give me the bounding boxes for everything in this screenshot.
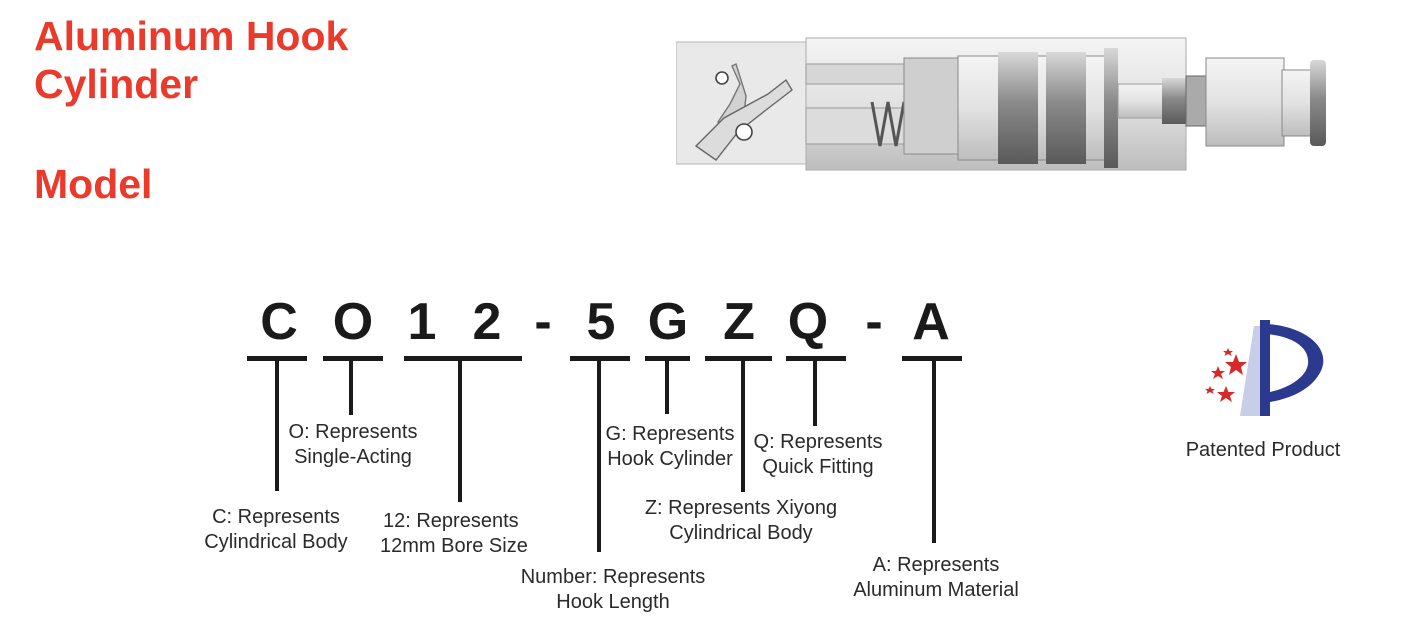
leader-g <box>665 361 669 414</box>
desc-g-line2: Hook Cylinder <box>607 448 733 470</box>
desc-a-line1: A: Represents <box>872 554 1000 576</box>
desc-o: O: Represents Single-Acting <box>278 420 428 470</box>
underline-12 <box>404 356 522 361</box>
model-code-letter: Q <box>787 293 829 351</box>
desc-c: C: Represents Cylindrical Body <box>195 505 357 555</box>
desc-bore: 12: Represents 12mm Bore Size <box>380 509 538 559</box>
model-heading: Model <box>34 161 153 207</box>
model-code-dash: - <box>534 293 552 351</box>
title-line-2: Cylinder <box>34 61 199 107</box>
product-title: Aluminum Hook Cylinder <box>34 12 348 108</box>
underline-g <box>645 356 690 361</box>
model-code-dash: - <box>865 293 883 351</box>
model-code-letter: 1 <box>407 293 437 351</box>
desc-bore-line1: 12: Represents <box>383 510 519 532</box>
desc-bore-line2: 12mm Bore Size <box>380 535 528 557</box>
underline-5 <box>570 356 630 361</box>
leader-o <box>349 361 353 415</box>
desc-c-line1: C: Represents <box>212 506 340 528</box>
model-code-letter: O <box>332 293 374 351</box>
model-code-letter: 5 <box>586 293 616 351</box>
underline-o <box>323 356 383 361</box>
desc-a: A: Represents Aluminum Material <box>840 553 1032 603</box>
desc-c-line2: Cylindrical Body <box>204 531 348 553</box>
model-code-letter: 2 <box>472 293 502 351</box>
desc-g: G: Represents Hook Cylinder <box>596 422 744 472</box>
leader-a <box>932 361 936 543</box>
desc-o-line1: O: Represents <box>288 421 418 443</box>
leader-q <box>813 361 817 426</box>
patent-label: Patented Product <box>1185 439 1341 461</box>
desc-q: Q: Represents Quick Fitting <box>747 430 889 480</box>
desc-number-line1: Number: Represents <box>520 566 706 588</box>
desc-a-line2: Aluminum Material <box>853 579 1019 601</box>
model-code-letter: Z <box>723 293 755 351</box>
desc-q-line1: Q: Represents <box>753 431 883 453</box>
underline-a <box>902 356 962 361</box>
leader-c <box>275 361 279 491</box>
underline-c <box>247 356 307 361</box>
desc-g-line1: G: Represents <box>605 423 735 445</box>
model-code-letter: C <box>260 293 298 351</box>
desc-z-line2: Cylindrical Body <box>669 522 813 544</box>
leader-12 <box>458 361 462 502</box>
underline-q <box>786 356 846 361</box>
patent-logo-icon <box>1205 320 1324 416</box>
desc-q-line2: Quick Fitting <box>762 456 874 478</box>
underline-z <box>705 356 772 361</box>
desc-z-line1: Z: Represents Xiyong <box>644 497 838 519</box>
model-code-letter: G <box>647 293 689 351</box>
leader-z <box>741 361 745 492</box>
title-line-1: Aluminum Hook <box>34 13 349 59</box>
hook-cylinder-image <box>676 37 1326 171</box>
leader-5 <box>597 361 601 552</box>
desc-o-line2: Single-Acting <box>294 446 412 468</box>
desc-number: Number: Represents Hook Length <box>513 565 713 615</box>
desc-number-line2: Hook Length <box>556 591 670 613</box>
desc-z: Z: Represents Xiyong Cylindrical Body <box>636 496 846 546</box>
model-code-letter: A <box>912 293 950 351</box>
